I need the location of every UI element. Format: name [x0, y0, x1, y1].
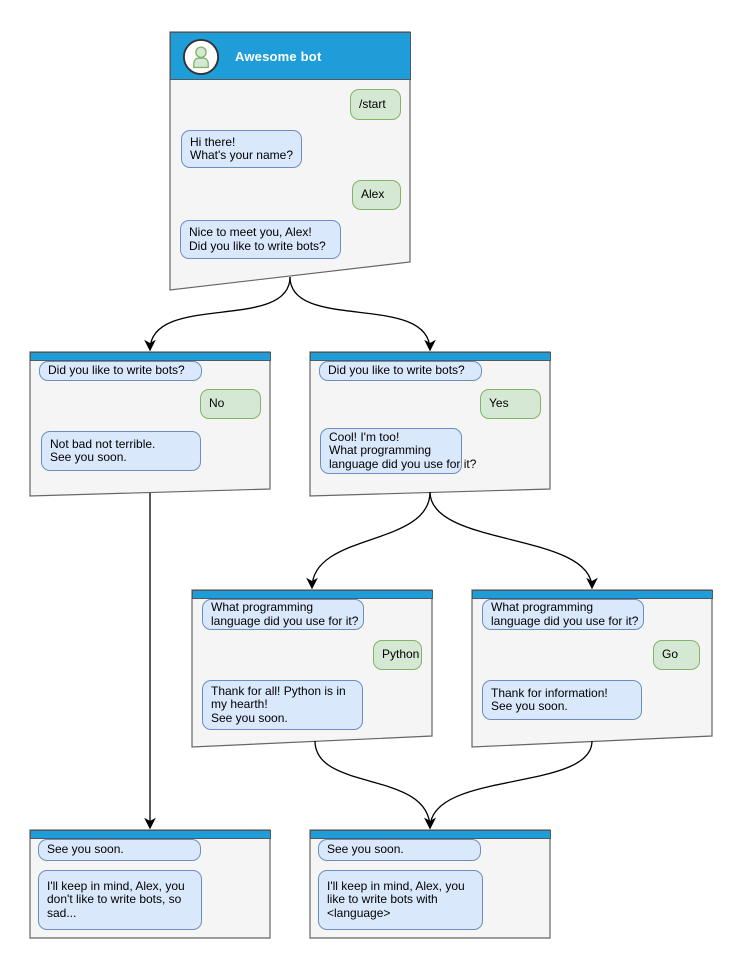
- user-message-bubble: Alex: [352, 180, 401, 210]
- window-titlebar: [310, 352, 551, 361]
- connector-python-to-end-yes: [314, 740, 436, 830]
- bot-message-bubble: What programming language did you use fo…: [482, 599, 644, 630]
- window-titlebar: [192, 590, 433, 599]
- person-head-icon: [195, 46, 207, 59]
- bot-message-bubble: What programming language did you use fo…: [202, 599, 364, 630]
- connector-yes-to-python: [306, 491, 431, 590]
- bot-message-bubble: See you soon.: [318, 839, 481, 861]
- window-titlebar: [472, 590, 713, 599]
- bot-message-bubble: Did you like to write bots?: [319, 361, 482, 381]
- bot-message-bubble: I'll keep in mind, Alex, you like to wri…: [318, 870, 483, 930]
- person-body-icon: [193, 57, 209, 69]
- window-title: Awesome bot: [235, 48, 322, 64]
- bot-message-bubble: Hi there! What's your name?: [181, 130, 302, 168]
- bot-message-bubble: Thank for all! Python is in my hearth! S…: [202, 680, 363, 730]
- bot-message-bubble: See you soon.: [38, 839, 201, 861]
- bot-message-bubble: Nice to meet you, Alex! Did you like to …: [180, 220, 341, 259]
- window-titlebar: [30, 830, 271, 839]
- connector-main-to-no: [144, 276, 291, 352]
- user-message-bubble: Python: [373, 640, 422, 670]
- bot-message-bubble: Not bad not terrible. See you soon.: [41, 431, 201, 471]
- bot-message-bubble: Did you like to write bots?: [39, 361, 202, 381]
- user-message-bubble: No: [200, 389, 261, 419]
- window-titlebar: Awesome bot: [170, 32, 411, 80]
- user-message-bubble: /start: [350, 89, 401, 120]
- user-message-bubble: Yes: [480, 389, 541, 419]
- bot-avatar-icon: [182, 38, 220, 76]
- connector-go-to-end-yes: [424, 740, 593, 830]
- connector-main-to-yes: [289, 276, 436, 352]
- bot-message-bubble: Cool! I'm too! What programming language…: [320, 428, 476, 474]
- user-message-bubble: Go: [653, 640, 700, 670]
- bot-message-bubble: I'll keep in mind, Alex, you don't like …: [38, 870, 202, 930]
- window-titlebar: [30, 352, 271, 361]
- window-titlebar: [310, 830, 551, 839]
- connector-yes-to-go: [429, 491, 598, 590]
- bot-message-bubble: Thank for information! See you soon.: [482, 680, 642, 720]
